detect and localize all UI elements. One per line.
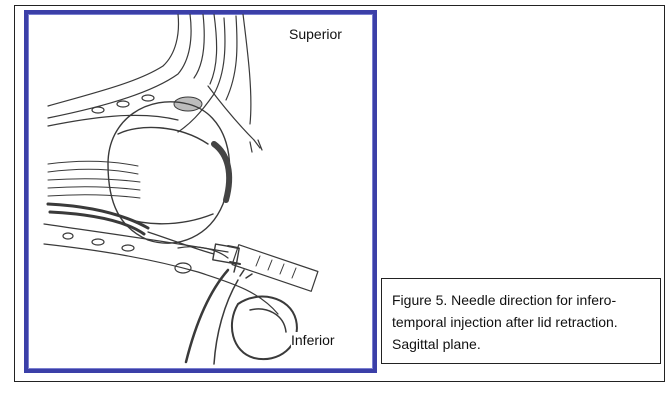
figure-caption: Figure 5. Needle direction for infero-te… [392, 289, 652, 355]
orbit-sagittal-sketch [28, 14, 373, 369]
eye-globe [108, 102, 230, 243]
inferior-label: Inferior [291, 332, 335, 348]
superior-label: Superior [289, 26, 342, 42]
caption-box: Figure 5. Needle direction for infero-te… [381, 278, 661, 364]
retracted-lower-lid [186, 264, 297, 364]
needle-and-syringe [148, 232, 319, 291]
extraocular-muscles [48, 161, 148, 234]
sketch-panel [24, 10, 377, 373]
superior-orbital-structures [48, 14, 262, 152]
